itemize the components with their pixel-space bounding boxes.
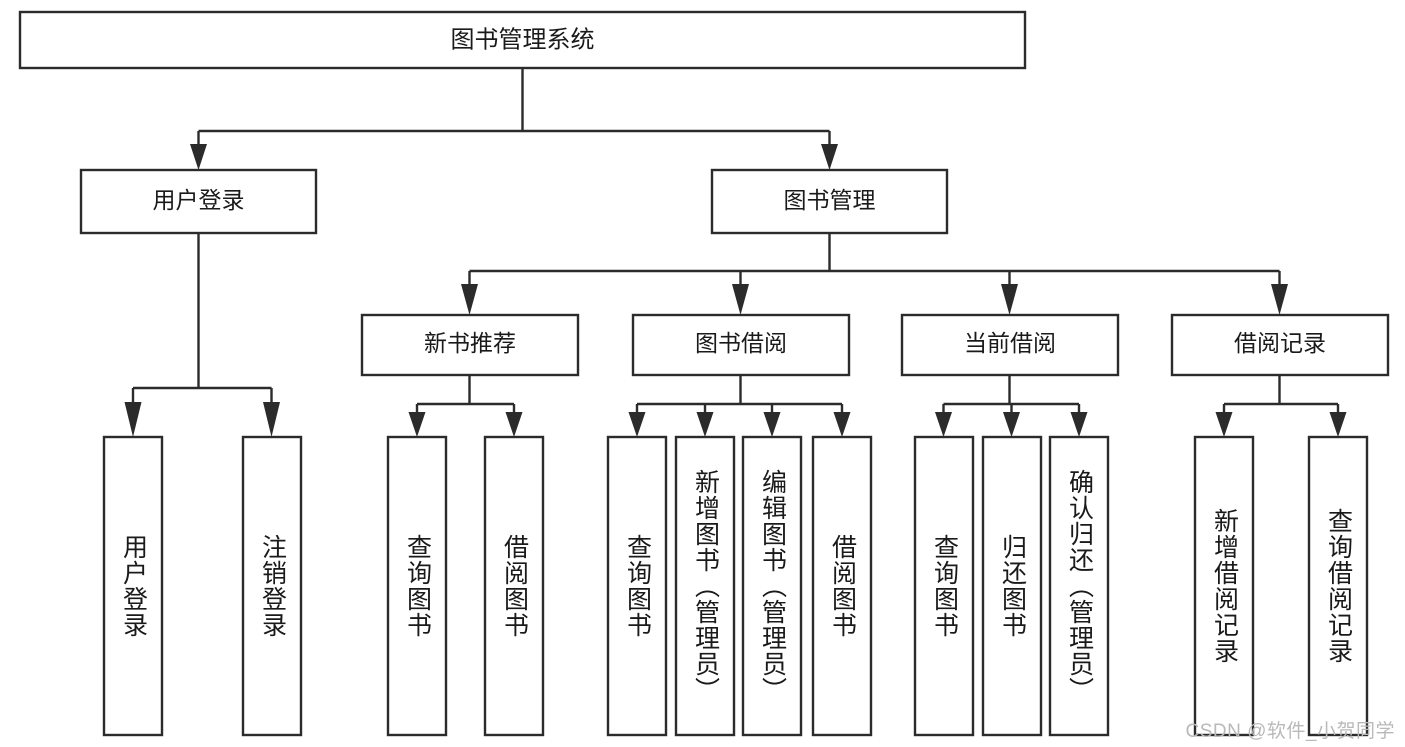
arrow-head-leaf-query-book-3 [935, 412, 952, 437]
arrow-head-leaf-logout-login [263, 402, 280, 437]
leaf-borrow-book-1-box[interactable] [483, 435, 545, 737]
arrow-head-user-login [190, 144, 207, 170]
arrow-head-leaf-confirm-return [1070, 412, 1088, 437]
arrow-head-new-book-recommend [461, 284, 478, 315]
arrow-head-current-borrow [1001, 284, 1018, 315]
node-current-borrow-box[interactable] [900, 313, 1120, 377]
leaf-query-book-1-box[interactable] [386, 435, 448, 737]
arrow-head-leaf-borrow-book-1 [505, 412, 523, 437]
arrow-head-leaf-query-book-2 [628, 412, 646, 437]
leaf-boxes [102, 435, 1369, 737]
arrow-head-leaf-user-login [124, 402, 142, 437]
arrow-head-leaf-add-record [1215, 412, 1233, 437]
leaf-query-book-3-box[interactable] [913, 435, 975, 737]
leaf-query-record-box[interactable] [1307, 435, 1369, 737]
arrow-head-book-borrow [732, 284, 749, 315]
leaf-logout-login-box[interactable] [241, 435, 303, 737]
node-root-system[interactable]: 图书管理系统 [18, 10, 1027, 70]
node-book-management-label: 图书管理 [784, 187, 876, 213]
node-current-borrow-label: 当前借阅 [964, 330, 1056, 356]
arrow-head-leaf-add-book [696, 412, 714, 437]
leaf-edit-book-box[interactable] [741, 435, 803, 737]
node-borrow-record-label: 借阅记录 [1234, 330, 1326, 356]
arrow-head-leaf-query-record [1329, 412, 1347, 437]
node-book-borrow-label: 图书借阅 [695, 330, 787, 356]
node-user-login[interactable]: 用户登录 [79, 168, 318, 235]
connector-root-to-level2 [190, 68, 838, 170]
arrow-head-leaf-edit-book [763, 412, 781, 437]
arrow-head-leaf-borrow-book-2 [833, 412, 851, 437]
node-new-book-recommend-box[interactable] [360, 313, 580, 377]
node-book-management[interactable]: 图书管理 [710, 168, 949, 235]
connector-currentborrow-to-leaves [935, 375, 1088, 437]
node-current-borrow[interactable]: 当前借阅 [900, 313, 1120, 377]
node-borrow-record[interactable]: 借阅记录 [1170, 313, 1390, 377]
leaf-return-book-box[interactable] [981, 435, 1043, 737]
leaf-user-login-box[interactable] [102, 435, 164, 737]
arrow-head-leaf-return-book [1003, 412, 1020, 437]
node-book-borrow-box[interactable] [631, 313, 851, 377]
csdn-watermark: CSDN @软件_小贺同学 [1185, 721, 1395, 742]
connector-bookmgmt-to-level3 [461, 233, 1288, 315]
arrow-head-book-management [821, 144, 838, 170]
leaf-confirm-return-box[interactable] [1048, 435, 1110, 737]
connector-recommend-to-leaves [408, 375, 523, 437]
connector-bookborrow-to-leaves [628, 375, 851, 437]
node-new-book-recommend[interactable]: 新书推荐 [360, 313, 580, 377]
node-book-borrow[interactable]: 图书借阅 [631, 313, 851, 377]
leaf-query-book-2-box[interactable] [606, 435, 668, 737]
leaf-borrow-book-2-box[interactable] [811, 435, 873, 737]
node-book-management-box[interactable] [710, 168, 949, 235]
connector-borrowrecord-to-leaves [1215, 375, 1347, 437]
connector-userlogin-to-leaves [124, 233, 280, 437]
node-root-system-box[interactable] [18, 10, 1027, 70]
leaf-add-book-box[interactable] [674, 435, 736, 737]
arrow-head-leaf-query-book-1 [408, 412, 426, 437]
node-borrow-record-box[interactable] [1170, 313, 1390, 377]
node-root-system-label: 图书管理系统 [451, 26, 595, 53]
arrow-head-borrow-record [1271, 284, 1288, 315]
node-user-login-box[interactable] [79, 168, 318, 235]
node-new-book-recommend-label: 新书推荐 [424, 330, 516, 356]
leaf-add-record-box[interactable] [1193, 435, 1255, 737]
node-user-login-label: 用户登录 [153, 187, 245, 213]
